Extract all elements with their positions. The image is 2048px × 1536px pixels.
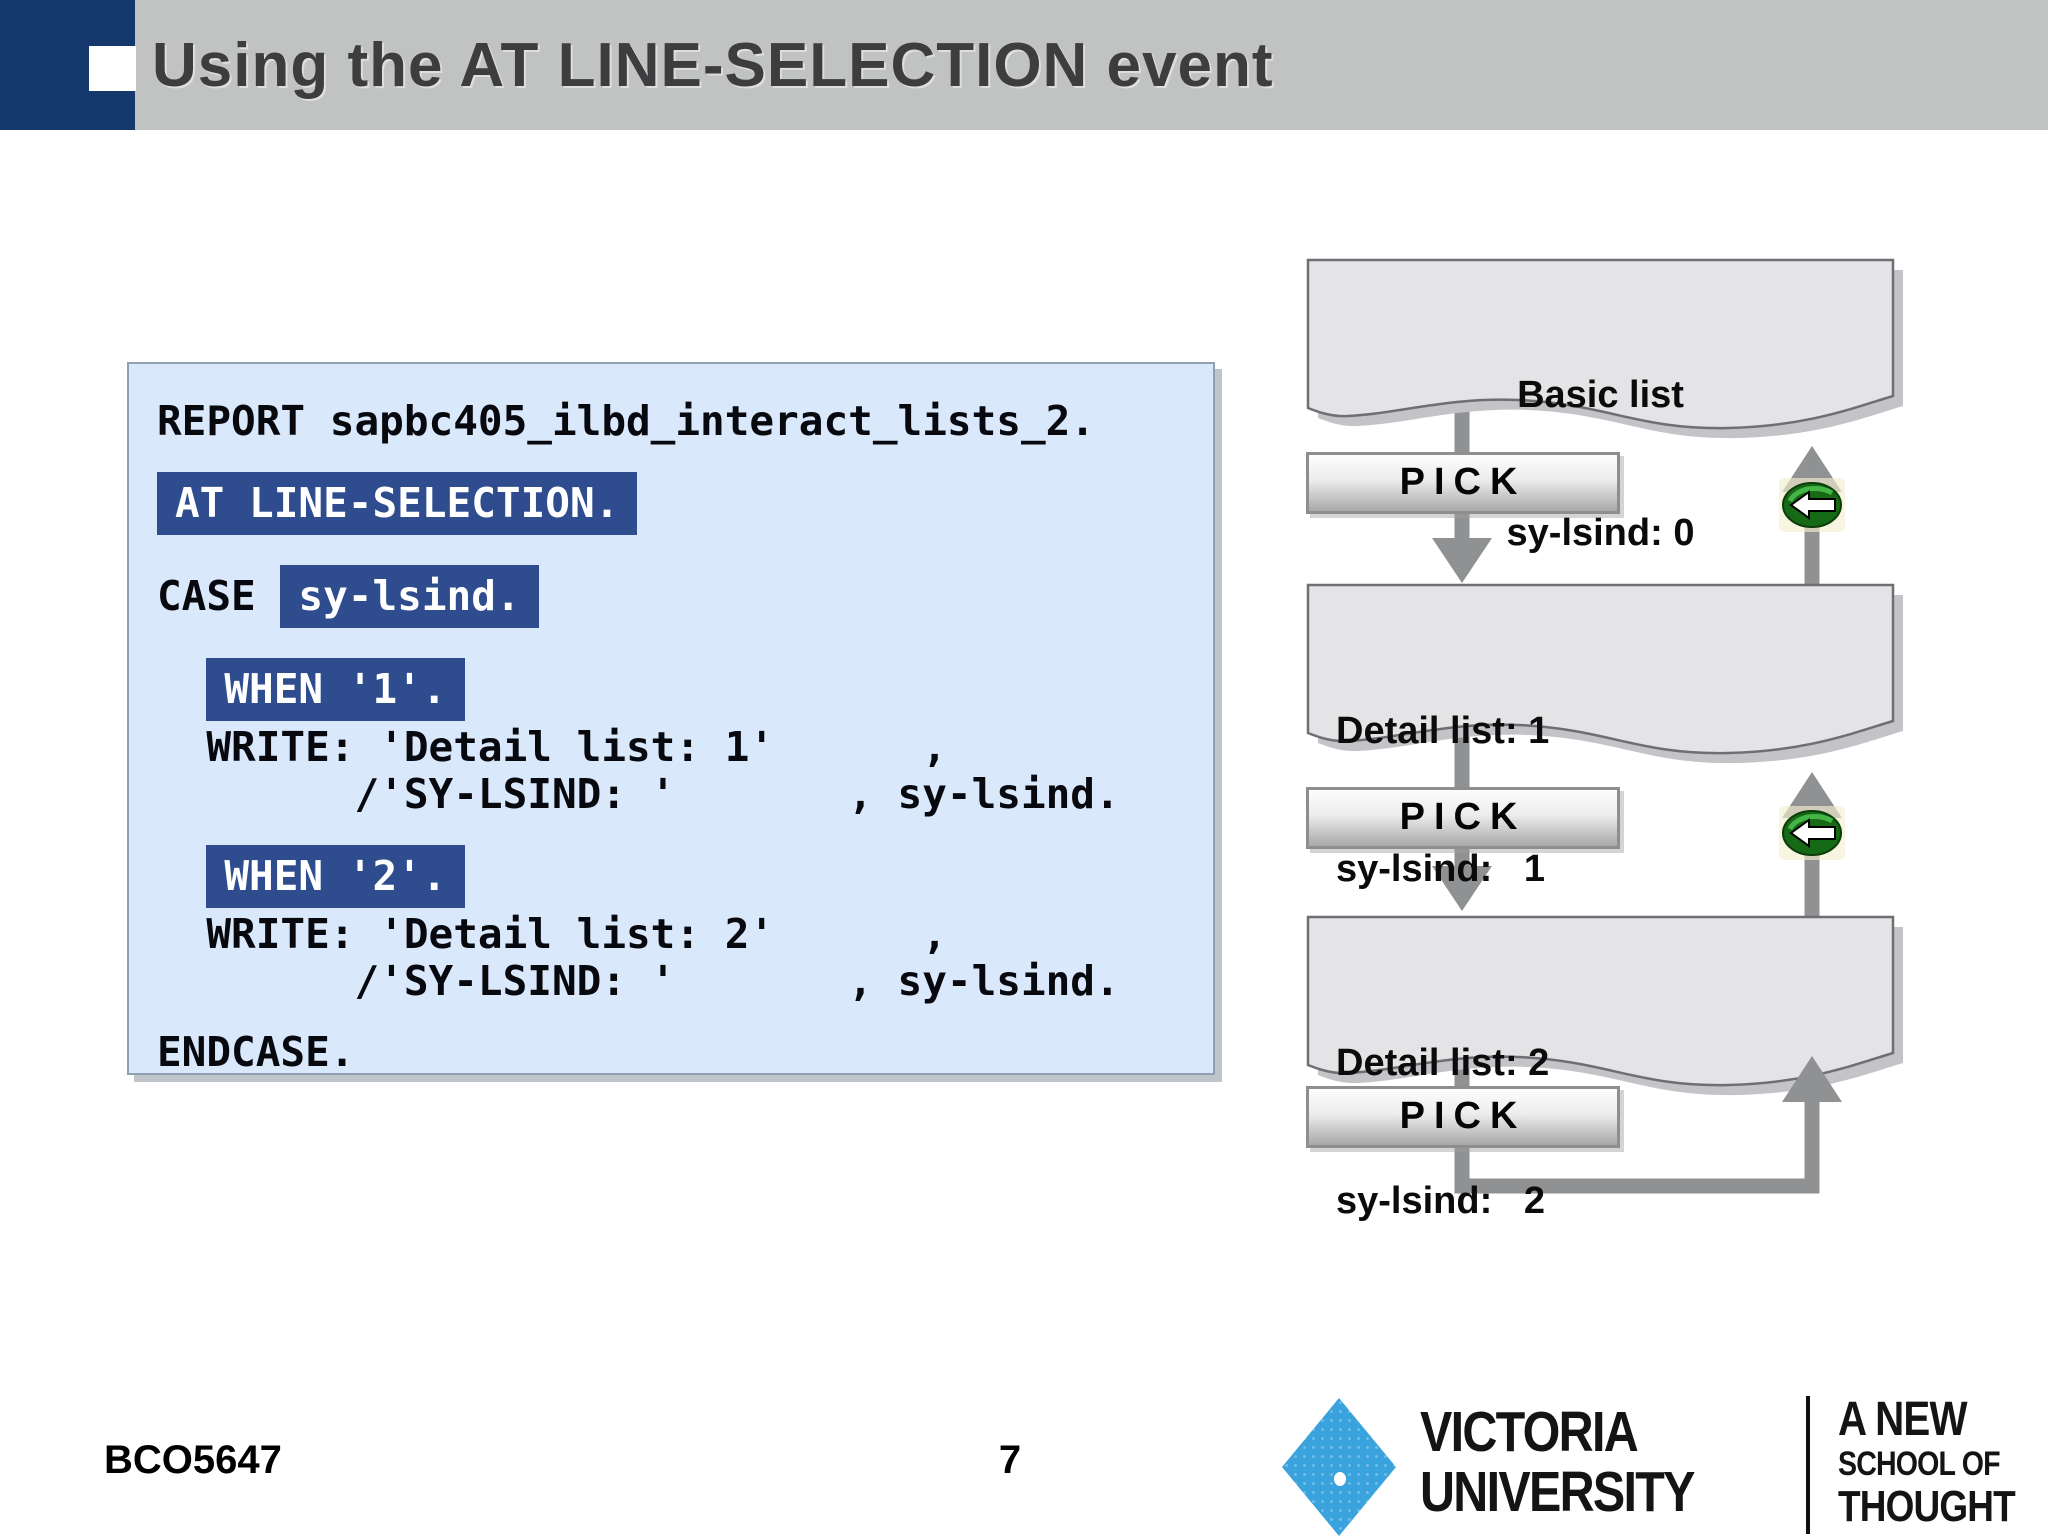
node-title: Basic list bbox=[1517, 374, 1684, 416]
code-line: WHEN '2'. bbox=[157, 842, 1213, 911]
node-detail-list-2: Detail list: 2 sy-lsind: 2 bbox=[1336, 948, 1549, 1316]
course-code: BCO5647 bbox=[104, 1438, 282, 1482]
code-line: ENDCASE. bbox=[157, 1028, 355, 1075]
university-tagline: A NEW SCHOOL OF THOUGHT bbox=[1838, 1393, 2016, 1531]
slide-title: Using the AT LINE-SELECTION event bbox=[152, 31, 1274, 100]
university-name-line1: VICTORIA bbox=[1420, 1400, 1639, 1464]
node-basic-list: Basic list sy-lsind: 0 bbox=[1308, 280, 1893, 648]
tagline-line3: THOUGHT bbox=[1838, 1482, 2016, 1531]
flow-diagram: Basic list sy-lsind: 0 Detail list: 1 sy… bbox=[1280, 250, 1960, 1260]
code-highlight: sy-lsind. bbox=[280, 565, 539, 628]
code-highlight: WHEN '2'. bbox=[206, 845, 465, 908]
green-back-icon bbox=[1779, 806, 1845, 860]
tagline-line1: A NEW bbox=[1838, 1393, 1968, 1446]
university-name: VICTORIA UNIVERSITY bbox=[1420, 1400, 1695, 1524]
header-bullet-square bbox=[89, 46, 136, 91]
code-line bbox=[157, 1005, 1213, 1029]
pick-button-1: PICK bbox=[1306, 452, 1620, 514]
code-line: CASE sy-lsind. bbox=[157, 562, 1213, 631]
code-line: WRITE: 'Detail list: 1' , bbox=[157, 723, 947, 771]
logo-divider bbox=[1806, 1396, 1810, 1534]
node-detail-list-1: Detail list: 1 sy-lsind: 1 bbox=[1336, 616, 1549, 984]
arrowhead-down-1 bbox=[1432, 538, 1492, 583]
node-subtitle: sy-lsind: 2 bbox=[1336, 1180, 1546, 1222]
node-title: Detail list: 2 bbox=[1336, 1042, 1550, 1084]
code-line: WHEN '1'. bbox=[157, 655, 1213, 724]
code-line bbox=[157, 818, 1213, 842]
arrowhead-down-2 bbox=[1432, 866, 1492, 911]
arrowhead-loop bbox=[1782, 1056, 1842, 1102]
green-back-icon bbox=[1779, 478, 1845, 532]
pick-button-3: PICK bbox=[1306, 1086, 1620, 1148]
code-line: WRITE: 'Detail list: 2' , bbox=[157, 910, 947, 958]
code-line: /'SY-LSIND: ' , sy-lsind. bbox=[157, 770, 1120, 818]
code-line: /'SY-LSIND: ' , sy-lsind. bbox=[157, 957, 1120, 1005]
node-subtitle: sy-lsind: 1 bbox=[1336, 848, 1546, 890]
code-line: REPORT sapbc405_ilbd_interact_lists_2. bbox=[157, 397, 1095, 445]
code-highlight: WHEN '1'. bbox=[206, 658, 465, 721]
code-line bbox=[157, 538, 1213, 562]
code-line bbox=[157, 445, 1213, 469]
code-block: REPORT sapbc405_ilbd_interact_lists_2. AT… bbox=[157, 397, 1213, 1075]
university-name-line2: UNIVERSITY bbox=[1420, 1460, 1695, 1524]
code-panel: REPORT sapbc405_ilbd_interact_lists_2. AT… bbox=[127, 362, 1215, 1075]
diamond-center-dot-icon bbox=[1334, 1472, 1346, 1486]
tagline-line2: SCHOOL OF bbox=[1838, 1445, 2001, 1483]
node-title: Detail list: 1 bbox=[1336, 710, 1550, 752]
victoria-university-diamond-logo-icon bbox=[1282, 1398, 1396, 1536]
code-highlight: AT LINE-SELECTION. bbox=[157, 472, 638, 535]
page-number: 7 bbox=[998, 1438, 1022, 1482]
node-subtitle: sy-lsind: 0 bbox=[1506, 512, 1695, 554]
code-line: AT LINE-SELECTION. bbox=[157, 469, 1213, 538]
code-line bbox=[157, 631, 1213, 655]
header-bar: Using the AT LINE-SELECTION event bbox=[0, 0, 2048, 130]
pick-button-2: PICK bbox=[1306, 787, 1620, 849]
